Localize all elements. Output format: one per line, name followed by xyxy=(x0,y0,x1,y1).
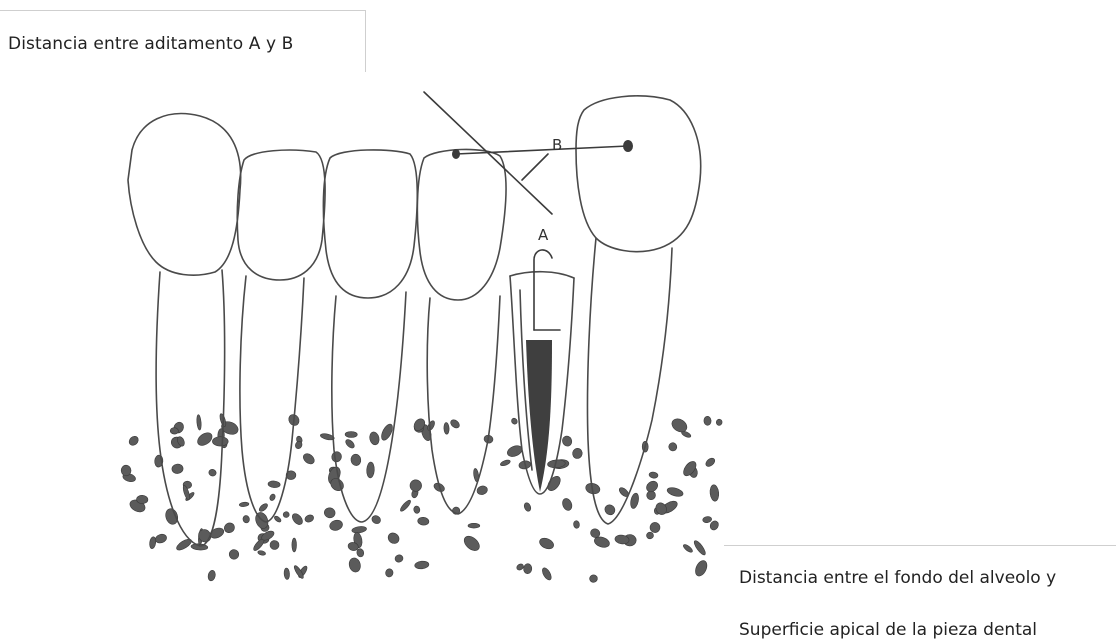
tooth-2 xyxy=(237,150,325,522)
bone-pebble xyxy=(154,533,167,545)
bone-pebble xyxy=(121,465,131,476)
bone-pebble xyxy=(344,438,356,450)
bone-pebble xyxy=(444,422,450,434)
bone-pebble xyxy=(170,427,179,434)
bone-pebble xyxy=(323,507,336,519)
bone-pebble xyxy=(589,574,598,583)
bone-pebble xyxy=(704,416,712,425)
bone-pebble xyxy=(269,493,276,501)
caption-bottom-right-line1: Distancia entre el fondo del alveolo y xyxy=(739,568,1056,588)
bone-pebble xyxy=(394,554,404,563)
bone-pebble xyxy=(709,484,719,501)
bone-pebble xyxy=(196,415,202,431)
bone-pebble xyxy=(136,495,148,504)
bone-pebble xyxy=(366,462,374,478)
bone-pebble xyxy=(682,543,694,553)
bone-pebble xyxy=(330,450,343,463)
bone-pebble xyxy=(273,515,282,523)
bone-pebble xyxy=(304,514,315,524)
bone-pebble xyxy=(449,418,461,429)
bone-pebble xyxy=(207,570,216,582)
bone-pebble xyxy=(461,533,482,553)
bone-pebble xyxy=(538,536,555,551)
bone-pebble xyxy=(301,452,316,466)
bone-pebble xyxy=(269,540,280,551)
bone-pebble xyxy=(284,568,290,580)
bone-pebble xyxy=(223,521,237,534)
bone-pebble xyxy=(646,532,654,539)
bone-pebble xyxy=(239,502,249,507)
bone-pebble xyxy=(290,512,304,527)
label-a: A xyxy=(538,226,549,244)
bone-pebble xyxy=(573,520,580,528)
bone-pebble xyxy=(561,497,574,512)
bone-pebble xyxy=(127,434,140,447)
bone-pebble xyxy=(292,538,297,552)
tooth-1 xyxy=(128,114,241,546)
bone-pebble xyxy=(399,499,412,513)
bone-pebble xyxy=(268,480,281,488)
label-b: B xyxy=(552,136,562,154)
bone-pebble xyxy=(510,417,518,425)
bone-pebble xyxy=(561,435,574,448)
bone-pebble xyxy=(426,420,436,432)
bone-pebble xyxy=(523,502,532,512)
alveolar-bone xyxy=(121,413,723,583)
bone-pebble xyxy=(523,563,532,574)
bone-pebble xyxy=(666,486,684,498)
bone-pebble xyxy=(195,430,214,448)
bone-pebble xyxy=(417,517,429,526)
bone-pebble xyxy=(386,531,401,546)
bone-pebble xyxy=(368,431,380,446)
bone-pebble xyxy=(208,468,217,477)
alveolar-canal xyxy=(526,340,552,492)
bone-pebble xyxy=(351,526,367,534)
tooth-4 xyxy=(417,149,506,514)
bone-pebble xyxy=(500,459,511,467)
bone-pebble xyxy=(345,431,357,437)
caption-frame-bottom-right xyxy=(724,545,1116,546)
bone-pebble xyxy=(692,539,707,556)
bone-pebble xyxy=(257,550,266,556)
bone-pebble xyxy=(149,536,157,549)
bone-pebble xyxy=(516,563,525,572)
bone-pebble xyxy=(629,492,639,509)
bone-pebble xyxy=(171,463,183,474)
bone-pebble xyxy=(328,519,343,532)
instrument-a xyxy=(534,250,560,330)
bone-pebble xyxy=(644,479,659,494)
bone-pebble xyxy=(468,523,480,528)
instrument-b xyxy=(424,92,633,214)
caption-bottom-right-line2: Superficie apical de la pieza dental xyxy=(739,620,1037,640)
bone-pebble xyxy=(413,506,420,514)
tooth-6 xyxy=(576,96,701,524)
bone-pebble xyxy=(545,474,563,493)
bone-pebble xyxy=(541,566,553,581)
bone-pebble xyxy=(693,559,709,578)
bone-pebble xyxy=(716,419,723,426)
bone-pebble xyxy=(348,557,362,574)
bone-pebble xyxy=(283,511,290,518)
bone-pebble xyxy=(370,514,382,525)
bone-pebble xyxy=(649,522,660,533)
bone-pebble xyxy=(258,502,269,512)
bone-pebble xyxy=(649,471,659,478)
bone-pebble xyxy=(668,442,678,452)
bone-pebble xyxy=(414,560,429,569)
bone-pebble xyxy=(704,456,716,468)
bone-pebble xyxy=(212,437,228,447)
bone-pebble xyxy=(229,549,240,560)
bone-pebble xyxy=(572,447,583,459)
bone-pebble xyxy=(164,507,180,526)
bone-pebble xyxy=(702,516,712,523)
bone-pebble xyxy=(385,568,394,577)
bone-pebble xyxy=(408,477,424,493)
bone-pebble xyxy=(350,454,361,467)
bone-pebble xyxy=(242,515,250,524)
bone-pebble xyxy=(603,503,617,517)
bone-pebble xyxy=(476,485,489,496)
